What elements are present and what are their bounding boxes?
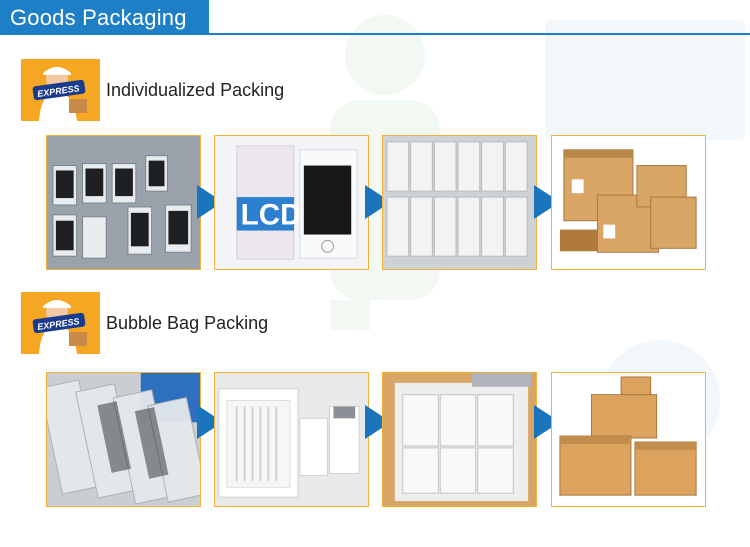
arrow-right-icon xyxy=(365,405,391,439)
arrow-right-icon xyxy=(197,405,223,439)
page-title: Goods Packaging xyxy=(0,0,209,35)
photo-bubble-bags-in-crate xyxy=(46,372,201,507)
photo-stacked-white-boxes xyxy=(382,135,537,270)
photo-trays-of-phone-screens xyxy=(46,135,201,270)
section-bubble-bag-heading: EXPRESS Bubble Bag Packing xyxy=(21,292,421,354)
photo-lcd-box: LCD xyxy=(214,135,369,270)
section-label-individualized: Individualized Packing xyxy=(106,80,285,100)
photo-cardboard-boxes xyxy=(551,372,706,507)
photo-packed-carton-interior xyxy=(382,372,537,507)
photo-foam-tray xyxy=(214,372,369,507)
section-individualized-heading: EXPRESS Individualized Packing xyxy=(21,59,421,121)
arrow-right-icon xyxy=(534,185,560,219)
header-divider xyxy=(209,33,750,35)
arrow-right-icon xyxy=(365,185,391,219)
section-label-bubble-bag: Bubble Bag Packing xyxy=(106,313,269,333)
arrow-right-icon xyxy=(534,405,560,439)
arrow-right-icon xyxy=(197,185,223,219)
express-courier-icon: EXPRESS xyxy=(21,59,100,121)
express-courier-icon: EXPRESS xyxy=(21,292,100,354)
photo-cartons-on-pallet xyxy=(551,135,706,270)
lcd-box-label: LCD xyxy=(241,199,302,232)
